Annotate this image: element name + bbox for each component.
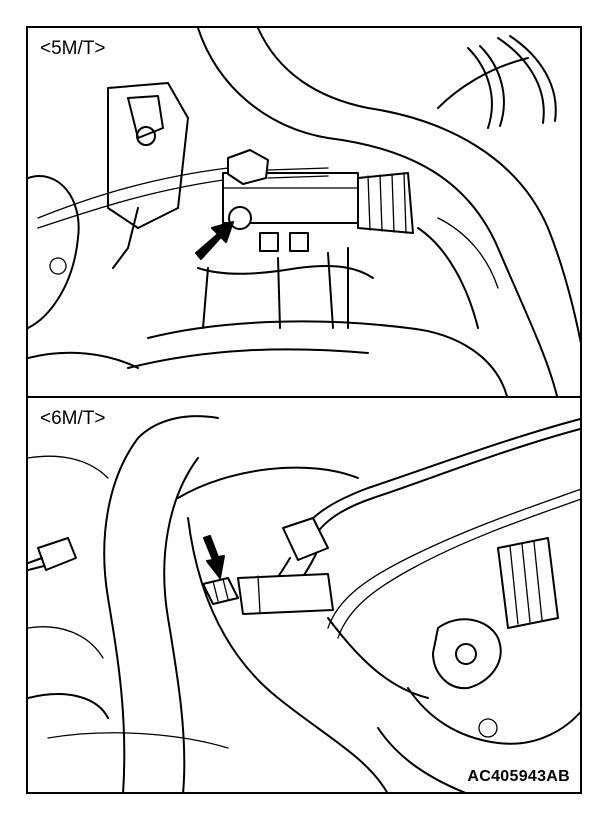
- figure-code: AC405943AB: [465, 768, 572, 786]
- slave-cylinder-6mt-illustration: [28, 415, 580, 792]
- panel-label: <5M/T>: [38, 38, 108, 60]
- panel-label: <6M/T>: [38, 408, 108, 430]
- panel-5mt: <5M/T>: [26, 26, 582, 398]
- panel-6mt: <6M/T> AC405943AB: [26, 398, 582, 794]
- slave-cylinder-5mt-illustration: [28, 28, 580, 396]
